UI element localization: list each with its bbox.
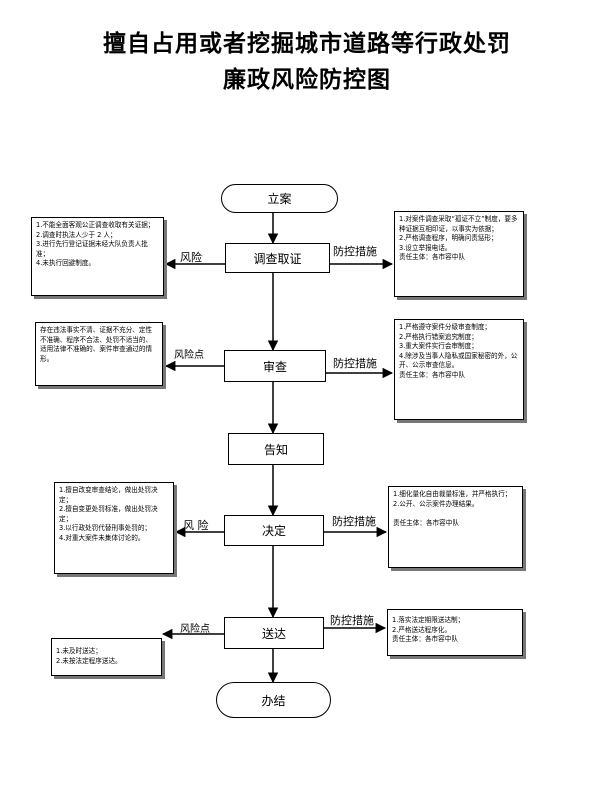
label-ctrl-songda: 防控措施 bbox=[330, 614, 374, 627]
note-line: 1.严格遵守案件分级审查制度； bbox=[399, 323, 492, 331]
label-ctrl-diaocha: 防控措施 bbox=[333, 245, 377, 258]
node-banjie-label: 办结 bbox=[261, 693, 286, 708]
node-gaozhi-label: 告知 bbox=[263, 442, 288, 457]
node-jueding: 决定 bbox=[224, 515, 324, 546]
note-line: 2.严格送达程序化。 bbox=[392, 625, 452, 634]
node-jueding-label: 决定 bbox=[261, 524, 286, 538]
note-line: 1.未及时送达； bbox=[56, 647, 102, 655]
note-line: 2.严格执行错案追究制度； bbox=[399, 332, 478, 341]
note-ctrl-songda: 1.落实法定期限送达制； 2.严格送达程序化。 责任主体：各市容中队 bbox=[387, 609, 523, 656]
note-line: 4.对重大案件未集体讨论的。 bbox=[59, 533, 145, 542]
note-line: 责任主体：各市容中队 bbox=[399, 253, 465, 262]
note-line: 2.公开、公示案件办理结果。 bbox=[393, 499, 479, 508]
note-line: 2.严格调查程序，明确问责惩形； bbox=[399, 234, 498, 243]
node-diaocha-label: 调查取证 bbox=[253, 251, 302, 266]
label-ctrl-shencha: 防控措施 bbox=[333, 357, 377, 370]
note-line: 4.除涉及当事人隐私或国家秘密的外，公开、公示审查信息。 bbox=[399, 351, 518, 370]
diagram-title: 擅自占用或者挖掘城市道路等行政处罚 bbox=[103, 30, 511, 57]
note-ctrl-diaocha: 1.对案件调查采取“孤证不立”制度，要多种证据互相印证，以事实为依据； 2.严格… bbox=[394, 211, 524, 297]
note-risk-songda: 1.未及时送达； 2.未按法定程序送达。 bbox=[51, 638, 162, 676]
note-line: 2.未按法定程序送达。 bbox=[56, 656, 122, 665]
note-line: 责任主体：各市容中队 bbox=[392, 635, 458, 644]
node-lian: 立案 bbox=[221, 184, 338, 213]
note-ctrl-jueding: 1.细化量化自由裁量标准，并严格执行； 2.公开、公示案件办理结果。 责任主体：… bbox=[388, 486, 523, 568]
node-shencha: 审查 bbox=[224, 350, 326, 382]
node-songda: 送达 bbox=[224, 617, 324, 649]
label-risk-shencha: 风险点 bbox=[174, 350, 204, 361]
note-line: 存在违法事实不清、证据不充分、定性不准确、程序不合法、处罚不适当的、适用法律不准… bbox=[40, 326, 153, 363]
note-line: 1.落实法定期限送达制； bbox=[392, 616, 465, 624]
diagram-subtitle: 廉政风险防控图 bbox=[223, 66, 391, 93]
note-line: 责任主体：各市容中队 bbox=[399, 370, 465, 379]
node-songda-label: 送达 bbox=[261, 626, 286, 641]
note-risk-diaocha: 1.不能全面客观公正调查收取有关证据； 2.调查时执法人少于 2 人； 3.进行… bbox=[31, 217, 164, 296]
note-line: 1.细化量化自由裁量标准，并严格执行； bbox=[393, 490, 512, 498]
node-shencha-label: 审查 bbox=[262, 359, 287, 374]
note-line: 4.未执行回避制度。 bbox=[36, 259, 96, 268]
node-gaozhi: 告知 bbox=[228, 433, 324, 465]
note-line: 3.进行先行登记证据未经大队负责人批准； bbox=[36, 240, 148, 258]
note-line: 责任主体：各市容中队 bbox=[393, 518, 459, 527]
note-line: 3.重大案件实行会审制度； bbox=[399, 342, 478, 351]
node-lian-label: 立案 bbox=[267, 192, 292, 206]
note-line: 1.对案件调查采取“孤证不立”制度，要多种证据互相印证，以事实为依据； bbox=[399, 215, 518, 233]
note-line bbox=[393, 509, 518, 519]
note-ctrl-shencha: 1.严格遵守案件分级审查制度； 2.严格执行错案追究制度； 3.重大案件实行会审… bbox=[394, 319, 524, 420]
note-line: 3.以行政处罚代替刑事处罚的； bbox=[59, 524, 152, 533]
note-line: 1.不能全面客观公正调查收取有关证据； bbox=[36, 221, 155, 229]
label-risk-songda: 风险点 bbox=[180, 624, 210, 635]
note-line: 2.擅自变更处罚标准，做出处罚决定； bbox=[59, 505, 158, 523]
node-banjie: 办结 bbox=[216, 682, 331, 718]
label-risk-diaocha: 风险 bbox=[180, 251, 202, 264]
note-risk-shencha: 存在违法事实不清、证据不充分、定性不准确、程序不合法、处罚不适当的、适用法律不准… bbox=[35, 322, 163, 386]
note-risk-jueding: 1.擅自改变审查结论，做出处罚决定； 2.擅自变更处罚标准，做出处罚决定； 3.… bbox=[54, 482, 174, 574]
note-line: 2.调查时执法人少于 2 人； bbox=[36, 230, 117, 239]
note-line: 1.擅自改变审查结论，做出处罚决定； bbox=[59, 486, 158, 504]
label-ctrl-jueding: 防控措施 bbox=[332, 515, 376, 528]
label-risk-jueding: 风 险 bbox=[183, 519, 209, 532]
note-line: 3.设立举报电话。 bbox=[399, 243, 452, 252]
node-diaocha: 调查取证 bbox=[225, 243, 330, 273]
